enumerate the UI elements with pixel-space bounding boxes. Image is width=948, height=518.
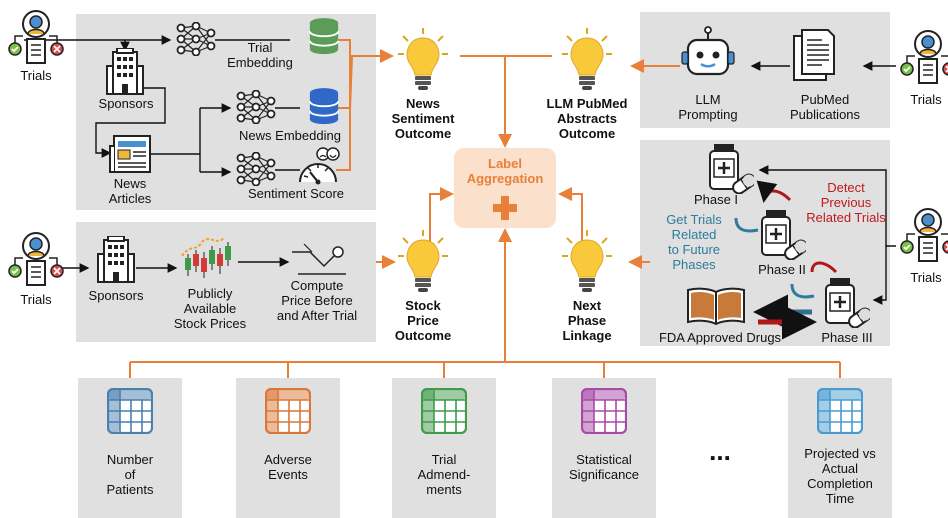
table-icon — [581, 388, 627, 434]
building-icon — [105, 48, 145, 96]
phase-2-label: Phase II — [758, 262, 806, 277]
extra-label-ellipsis: ... — [709, 436, 731, 466]
future-phases-label: Get Trials Related to Future Phases — [666, 212, 722, 272]
neural-network-icon — [236, 90, 276, 124]
medicine-bottle-icon — [822, 278, 870, 328]
previous-trials-label: Detect Previous Related Trials — [806, 180, 886, 225]
news-embedding-label: News Embedding — [239, 128, 341, 143]
pubmed-panel — [640, 12, 890, 128]
trials-label-4: Trials — [910, 270, 942, 285]
sponsors-label-2: Sponsors — [88, 288, 144, 303]
database-icon — [308, 16, 340, 56]
table-icon — [421, 388, 467, 434]
robot-icon — [680, 26, 736, 82]
fda-approved-drugs-label: FDA Approved Drugs — [658, 330, 782, 345]
candlestick-chart-icon — [180, 234, 236, 280]
trials-label-1: Trials — [20, 68, 52, 83]
trials-icon — [8, 10, 64, 66]
plus-icon — [493, 196, 517, 220]
news-sentiment-outcome: News Sentiment Outcome — [391, 96, 455, 141]
lightbulb-icon — [562, 230, 612, 294]
table-icon — [265, 388, 311, 434]
pubmed-publications-label: PubMed Publications — [789, 92, 861, 122]
trials-label-2: Trials — [20, 292, 52, 307]
sponsors-label-1: Sponsors — [98, 96, 154, 111]
extra-label-6: Projected vs Actual Completion Time — [804, 446, 876, 506]
llm-prompting-label: LLM Prompting — [678, 92, 738, 122]
trials-icon — [900, 30, 948, 86]
extra-label-4: Statistical Significance — [568, 452, 640, 482]
extra-label-3: Trial Admend- ments — [417, 452, 471, 497]
lightbulb-icon — [562, 28, 612, 92]
sentiment-score-label: Sentiment Score — [247, 186, 345, 201]
book-icon — [686, 286, 746, 326]
trial-embedding-label: Trial Embedding — [227, 40, 293, 70]
phase-3-label: Phase III — [821, 330, 873, 345]
news-articles-label: News Articles — [108, 176, 152, 206]
trials-label-3: Trials — [910, 92, 942, 107]
neural-network-icon — [236, 152, 276, 186]
sentiment-gauge-icon — [296, 146, 340, 186]
price-change-icon — [290, 240, 350, 276]
table-icon — [817, 388, 863, 434]
compute-price-label: Compute Price Before and After Trial — [276, 278, 358, 323]
trials-icon — [900, 208, 948, 264]
phase-1-label: Phase I — [693, 192, 739, 207]
extra-label-1: Number of Patients — [106, 452, 154, 497]
building-icon — [96, 236, 136, 284]
newspaper-icon — [108, 134, 152, 174]
document-icon — [792, 28, 836, 82]
label-aggregation-title: Label Aggregation — [466, 156, 544, 186]
stock-price-outcome: Stock Price Outcome — [394, 298, 452, 343]
llm-pubmed-outcome: LLM PubMed Abstracts Outcome — [546, 96, 628, 141]
database-icon — [308, 86, 340, 126]
medicine-bottle-icon — [706, 144, 754, 194]
stock-prices-label: Publicly Available Stock Prices — [173, 286, 247, 331]
next-phase-outcome: Next Phase Linkage — [562, 298, 612, 343]
lightbulb-icon — [398, 28, 448, 92]
extra-label-2: Adverse Events — [264, 452, 312, 482]
neural-network-icon — [176, 22, 216, 56]
trials-icon — [8, 232, 64, 288]
table-icon — [107, 388, 153, 434]
lightbulb-icon — [398, 230, 448, 294]
